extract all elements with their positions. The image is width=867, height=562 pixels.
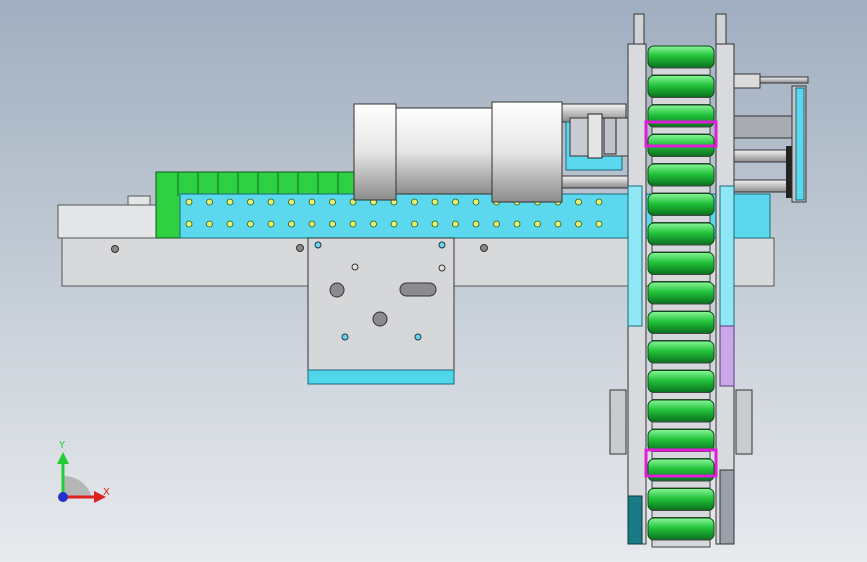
plate-hole	[472, 198, 480, 206]
conveyor-roller	[647, 252, 715, 275]
roller-spacer	[651, 480, 711, 489]
plate-hole	[370, 220, 377, 228]
plate-hole	[185, 198, 193, 206]
plate-hole	[411, 220, 418, 228]
plate-hole	[534, 220, 541, 228]
roller-spacer	[651, 539, 711, 548]
roller-spacer	[651, 156, 711, 164]
plate-hole	[595, 220, 603, 228]
roller-spacer	[651, 97, 711, 105]
plate-hole	[185, 220, 193, 228]
roller-spacer	[651, 392, 711, 400]
plate-hole	[513, 220, 521, 228]
roller-spacer	[651, 274, 711, 282]
plate-hole	[329, 198, 336, 206]
servo-motor	[353, 101, 633, 203]
plate-hole	[267, 220, 275, 228]
plate-hole	[247, 220, 254, 228]
conveyor-roller	[647, 281, 715, 305]
plate-hole	[288, 220, 295, 228]
x-axis-label: X	[103, 487, 110, 498]
conveyor-roller	[647, 163, 715, 187]
roller-spacer	[651, 126, 711, 135]
plate-hole	[206, 220, 213, 228]
plate-hole	[431, 198, 439, 206]
guide-rods	[729, 73, 809, 203]
roller-spacer	[651, 451, 711, 459]
plate-hole	[575, 198, 582, 206]
conveyor-roller	[647, 340, 715, 364]
axis-triad	[57, 452, 106, 503]
conveyor-roller	[647, 370, 715, 393]
mounting-bracket	[307, 237, 455, 385]
roller-spacer	[651, 185, 711, 194]
plate-hole	[288, 198, 295, 206]
roller-spacer	[651, 303, 711, 312]
plate-hole	[554, 220, 562, 228]
conveyor-roller	[647, 222, 715, 246]
conveyor-roller	[647, 193, 715, 216]
roller-spacer	[651, 244, 711, 253]
roller-spacer	[651, 421, 711, 430]
plate-hole	[452, 198, 459, 206]
roller-spacer	[651, 510, 711, 518]
plate-hole	[226, 220, 234, 228]
roller-spacer	[651, 362, 711, 371]
conveyor-roller	[647, 488, 715, 511]
plate-hole	[226, 198, 234, 206]
conveyor-roller	[647, 311, 715, 334]
roller-spacer	[651, 67, 711, 76]
y-axis-label: Y	[59, 440, 66, 451]
plate-hole	[390, 220, 398, 228]
plate-hole	[452, 220, 459, 228]
plate-hole	[349, 220, 357, 228]
plate-hole	[595, 198, 603, 206]
plate-hole	[308, 220, 316, 228]
conveyor-roller	[647, 104, 715, 128]
plate-hole	[472, 220, 480, 228]
conveyor-roller	[647, 429, 715, 452]
vertical-conveyor	[609, 13, 753, 548]
plate-hole	[575, 220, 582, 228]
plate-hole	[431, 220, 439, 228]
conveyor-roller	[647, 458, 715, 482]
plate-hole	[329, 220, 336, 228]
plate-hole	[247, 198, 254, 206]
roller-spacer	[651, 215, 711, 223]
roller-spacer	[651, 333, 711, 341]
conveyor-roller	[647, 45, 715, 69]
plate-hole	[411, 198, 418, 206]
plate-hole	[308, 198, 316, 206]
plate-hole	[267, 198, 275, 206]
conveyor-roller	[647, 399, 715, 423]
plate-hole	[493, 220, 500, 228]
conveyor-roller	[647, 75, 715, 98]
plate-hole	[206, 198, 213, 206]
conveyor-roller	[647, 517, 715, 541]
